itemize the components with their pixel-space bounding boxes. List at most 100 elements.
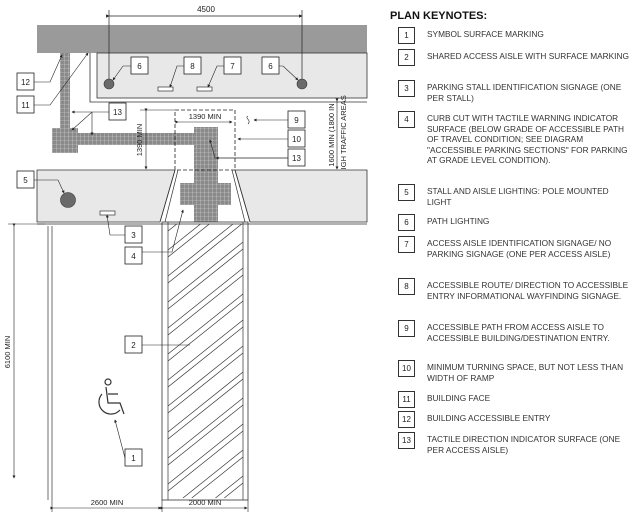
- keynote-text: PATH LIGHTING: [427, 216, 490, 226]
- keynote-item: 6 PATH LIGHTING: [398, 214, 632, 231]
- wayfinding-sign-icon: [157, 86, 174, 92]
- hatch-line: [191, 456, 244, 499]
- hatch-line: [167, 300, 244, 362]
- callout-box: [261, 56, 280, 75]
- keynote-text: ACCESS AISLE IDENTIFICATION SIGNAGE/ NO …: [427, 238, 612, 259]
- hatch-line: [167, 326, 244, 388]
- path-width-label: 1600 MIN (1800 IN: [327, 103, 336, 166]
- stall-length-label: 6100 MIN: [3, 336, 12, 369]
- keynote-item: 13 TACTILE DIRECTION INDICATOR SURFACE (O…: [398, 432, 632, 455]
- building-face-line: [89, 53, 367, 103]
- tactile-direction-strip: [78, 133, 194, 145]
- keynote-item: 7 ACCESS AISLE IDENTIFICATION SIGNAGE/ NO…: [398, 236, 632, 259]
- callout-number: 4: [131, 252, 136, 261]
- callout-number: 10: [292, 135, 301, 144]
- dimension-4500: [106, 10, 303, 82]
- keynote-number: 3: [398, 80, 415, 97]
- keynote-item: 8 ACCESSIBLE ROUTE/ DIRECTION TO ACCESSIB…: [398, 278, 632, 301]
- hatch-line: [224, 482, 244, 499]
- callout-box: [124, 225, 143, 244]
- keynote-text: PARKING STALL IDENTIFICATION SIGNAGE (ON…: [427, 82, 622, 103]
- keynotes-title: PLAN KEYNOTES:: [390, 10, 488, 22]
- keynote-number: 8: [398, 278, 415, 295]
- keynote-number: 9: [398, 320, 415, 337]
- callout-number: 13: [292, 154, 301, 163]
- callout-number: 13: [113, 108, 122, 117]
- callout-box: [124, 448, 143, 467]
- keynote-text: ACCESSIBLE ROUTE/ DIRECTION TO ACCESSIBL…: [427, 280, 629, 301]
- parking-plan-diagram: 4500 1390 MIN 1390 MIN 1600 MIN (1800 IN…: [3, 5, 368, 512]
- callout-number: 7: [230, 62, 235, 71]
- path-width-label-2: HIGH TRAFFIC AREAS: [339, 95, 348, 174]
- keynote-item: 10 MINIMUM TURNING SPACE, BUT NOT LESS TH…: [398, 360, 632, 383]
- callout-box: [16, 170, 35, 189]
- dimension-1390-horizontal: 1390 MIN: [189, 112, 222, 121]
- aisle-sign-icon: [196, 86, 213, 92]
- tactile-pad: [52, 128, 78, 153]
- hatch-line: [167, 248, 244, 310]
- aisle-hatching: [167, 222, 244, 500]
- tactile-direction-strip: [60, 53, 70, 131]
- aisle-width-label: 2000 MIN: [189, 498, 222, 507]
- callout-number: 3: [131, 231, 136, 240]
- callout-box: [16, 95, 35, 114]
- callout-number: 1: [131, 454, 136, 463]
- callout-number: 2: [131, 341, 136, 350]
- accessibility-symbol-icon: [98, 378, 125, 415]
- keynote-item: 11 BUILDING FACE: [398, 391, 632, 408]
- keynote-number: 12: [398, 411, 415, 428]
- keynote-text: MINIMUM TURNING SPACE, BUT NOT LESS THAN…: [427, 362, 624, 383]
- hatch-line: [167, 423, 244, 485]
- keynote-number: 11: [398, 391, 415, 408]
- callout-box: [108, 102, 127, 121]
- callout-number: 9: [294, 116, 299, 125]
- callout-number: 5: [23, 176, 28, 185]
- keynote-text: STALL AND AISLE LIGHTING: POLE MOUNTED L…: [427, 186, 609, 207]
- keynote-item: 3 PARKING STALL IDENTIFICATION SIGNAGE (O…: [398, 80, 632, 103]
- hatch-line: [167, 223, 243, 284]
- keynote-number: 4: [398, 111, 415, 128]
- callout-number: 12: [21, 78, 30, 87]
- keynote-number: 5: [398, 184, 415, 201]
- callout-box: [124, 335, 143, 354]
- keynote-number: 13: [398, 432, 415, 449]
- hatch-line: [167, 293, 244, 355]
- callout-box: [183, 56, 202, 75]
- keynote-text: BUILDING FACE: [427, 393, 491, 403]
- path-light-icon: [296, 78, 308, 90]
- hatch-line: [167, 223, 210, 258]
- hatch-line: [167, 404, 244, 466]
- callout-box: [287, 148, 306, 167]
- building: [37, 25, 367, 53]
- stall-width-label: 2600 MIN: [91, 498, 124, 507]
- pole-light-icon: [60, 192, 76, 208]
- keynote-number: 2: [398, 49, 415, 66]
- hatch-line: [215, 475, 244, 499]
- callout-box: [287, 110, 306, 129]
- stall-line: [47, 226, 53, 500]
- callout-number: 11: [21, 101, 30, 110]
- path-light-icon: [103, 78, 115, 90]
- dimension-1390-vertical: 1390 MIN: [135, 124, 144, 157]
- callout-box: [124, 246, 143, 265]
- keynote-text: BUILDING ACCESSIBLE ENTRY: [427, 413, 551, 423]
- callout-box: [287, 129, 306, 148]
- keynote-number: 7: [398, 236, 415, 253]
- access-aisle: [161, 221, 249, 501]
- keynote-number: 10: [398, 360, 415, 377]
- hatch-line: [167, 345, 244, 407]
- hatch-line: [167, 241, 244, 303]
- keynote-number: 6: [398, 214, 415, 231]
- turning-space: [174, 109, 236, 171]
- keynote-text: TACTILE DIRECTION INDICATOR SURFACE (ONE…: [427, 434, 621, 455]
- hatch-line: [167, 352, 244, 414]
- hatch-line: [167, 397, 244, 459]
- hatch-line: [167, 223, 201, 251]
- accessible-path-symbol-icon: [246, 115, 250, 125]
- curb-ramp: [159, 169, 251, 223]
- hatch-line: [167, 378, 244, 440]
- hatch-line: [167, 319, 244, 381]
